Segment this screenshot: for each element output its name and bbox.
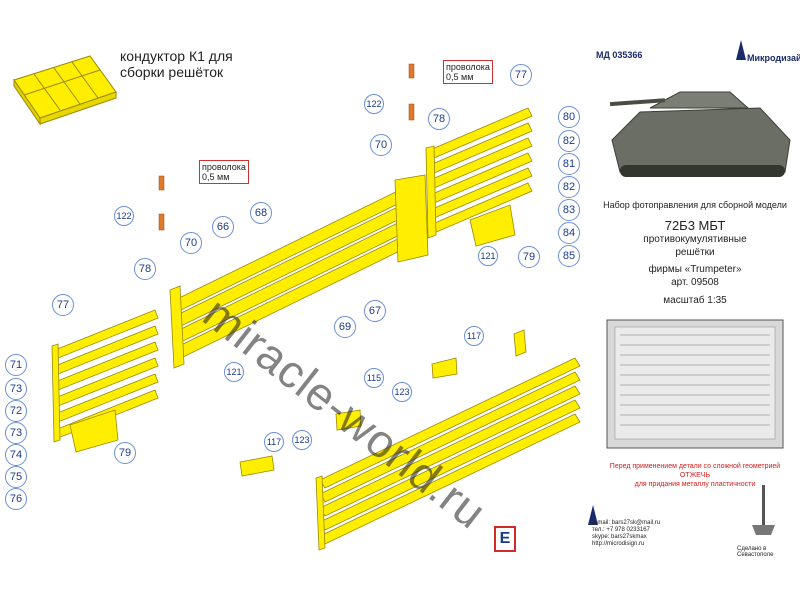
part-callout-72: 72: [5, 400, 27, 422]
part-callout-78b: 78: [134, 258, 156, 280]
tank-photo: [609, 91, 791, 177]
part-callout-71: 71: [5, 354, 27, 376]
part-callout-76: 76: [5, 488, 27, 510]
part-callout-79: 79: [518, 246, 540, 268]
part-callout-68: 68: [250, 202, 272, 224]
contacts-block: e-mail: bars27sk@mail.ru тел.: +7 978 02…: [592, 520, 660, 548]
contact-web: http://microdisign.ru: [592, 541, 645, 547]
part-callout-122b: 122: [114, 206, 134, 226]
part-callout-66: 66: [212, 216, 234, 238]
part-callout-83: 83: [558, 199, 580, 221]
set-description: Набор фотоправления для сборной модели: [603, 200, 787, 210]
grille-panel-center: [169, 174, 429, 369]
scale: масштаб 1:35: [663, 295, 727, 306]
wire-label-top: проволока 0,5 мм: [443, 60, 493, 84]
part-callout-70b: 70: [180, 232, 202, 254]
catalog-number: МД 035366: [596, 50, 643, 60]
wire-rods: [158, 63, 415, 231]
part-callout-73b: 73: [5, 422, 27, 444]
subtitle-line-2: решётки: [675, 247, 715, 258]
part-callout-84: 84: [558, 222, 580, 244]
part-callout-123: 123: [392, 382, 412, 402]
part-callout-115: 115: [364, 368, 384, 388]
part-callout-78: 78: [428, 108, 450, 130]
warning-line-1: Перед применением детали со сложной геом…: [609, 463, 781, 470]
part-callout-122: 122: [364, 94, 384, 114]
part-callout-117: 117: [464, 326, 484, 346]
jig-k1-drawing: [13, 55, 117, 126]
part-callout-123b: 123: [292, 430, 312, 450]
part-callout-82b: 82: [558, 176, 580, 198]
article-number: арт. 09508: [671, 277, 719, 288]
warning-line-3: для придания металлу пластичности: [634, 481, 756, 488]
part-callout-75: 75: [5, 466, 27, 488]
brand-logo: [588, 40, 746, 525]
etch-fret-preview: [606, 319, 784, 449]
grille-panel-bottom: [239, 329, 581, 551]
part-callout-85: 85: [558, 245, 580, 267]
part-callout-80: 80: [558, 106, 580, 128]
subtitle-line-1: противокумулятивные: [643, 234, 747, 245]
part-callout-77: 77: [510, 64, 532, 86]
contact-phone: тел.: +7 978 0233167: [592, 527, 650, 533]
manufacturer: фирмы «Trumpeter»: [648, 264, 742, 275]
brand-name: Микродизайн: [747, 53, 800, 63]
monument-icon: [752, 485, 775, 535]
grille-panel-upper-right: [425, 107, 533, 247]
model-name: 72Б3 МБТ: [664, 218, 726, 233]
part-callout-79b: 79: [114, 442, 136, 464]
part-callout-70: 70: [370, 134, 392, 156]
part-callout-82: 82: [558, 130, 580, 152]
part-callout-74: 74: [5, 444, 27, 466]
part-callout-69: 69: [334, 316, 356, 338]
sheet-letter: E: [494, 526, 516, 552]
part-callout-73: 73: [5, 378, 27, 400]
wire-label-left: проволока 0,5 мм: [199, 160, 249, 184]
part-callout-117b: 117: [264, 432, 284, 452]
grille-panel-left: [51, 309, 159, 453]
made-in: Сделано в Севастополе: [737, 546, 774, 558]
part-callout-121b: 121: [224, 362, 244, 382]
contact-email: e-mail: bars27sk@mail.ru: [592, 520, 661, 526]
part-callout-81: 81: [558, 153, 580, 175]
part-callout-121: 121: [478, 246, 498, 266]
jig-title: кондуктор К1 для сборки решёток: [120, 48, 233, 80]
part-callout-67: 67: [364, 300, 386, 322]
contact-skype: skype: bars27skmax: [592, 534, 647, 540]
warning-line-2: ОТЖЕЧЬ: [679, 472, 711, 479]
part-callout-77b: 77: [52, 294, 74, 316]
